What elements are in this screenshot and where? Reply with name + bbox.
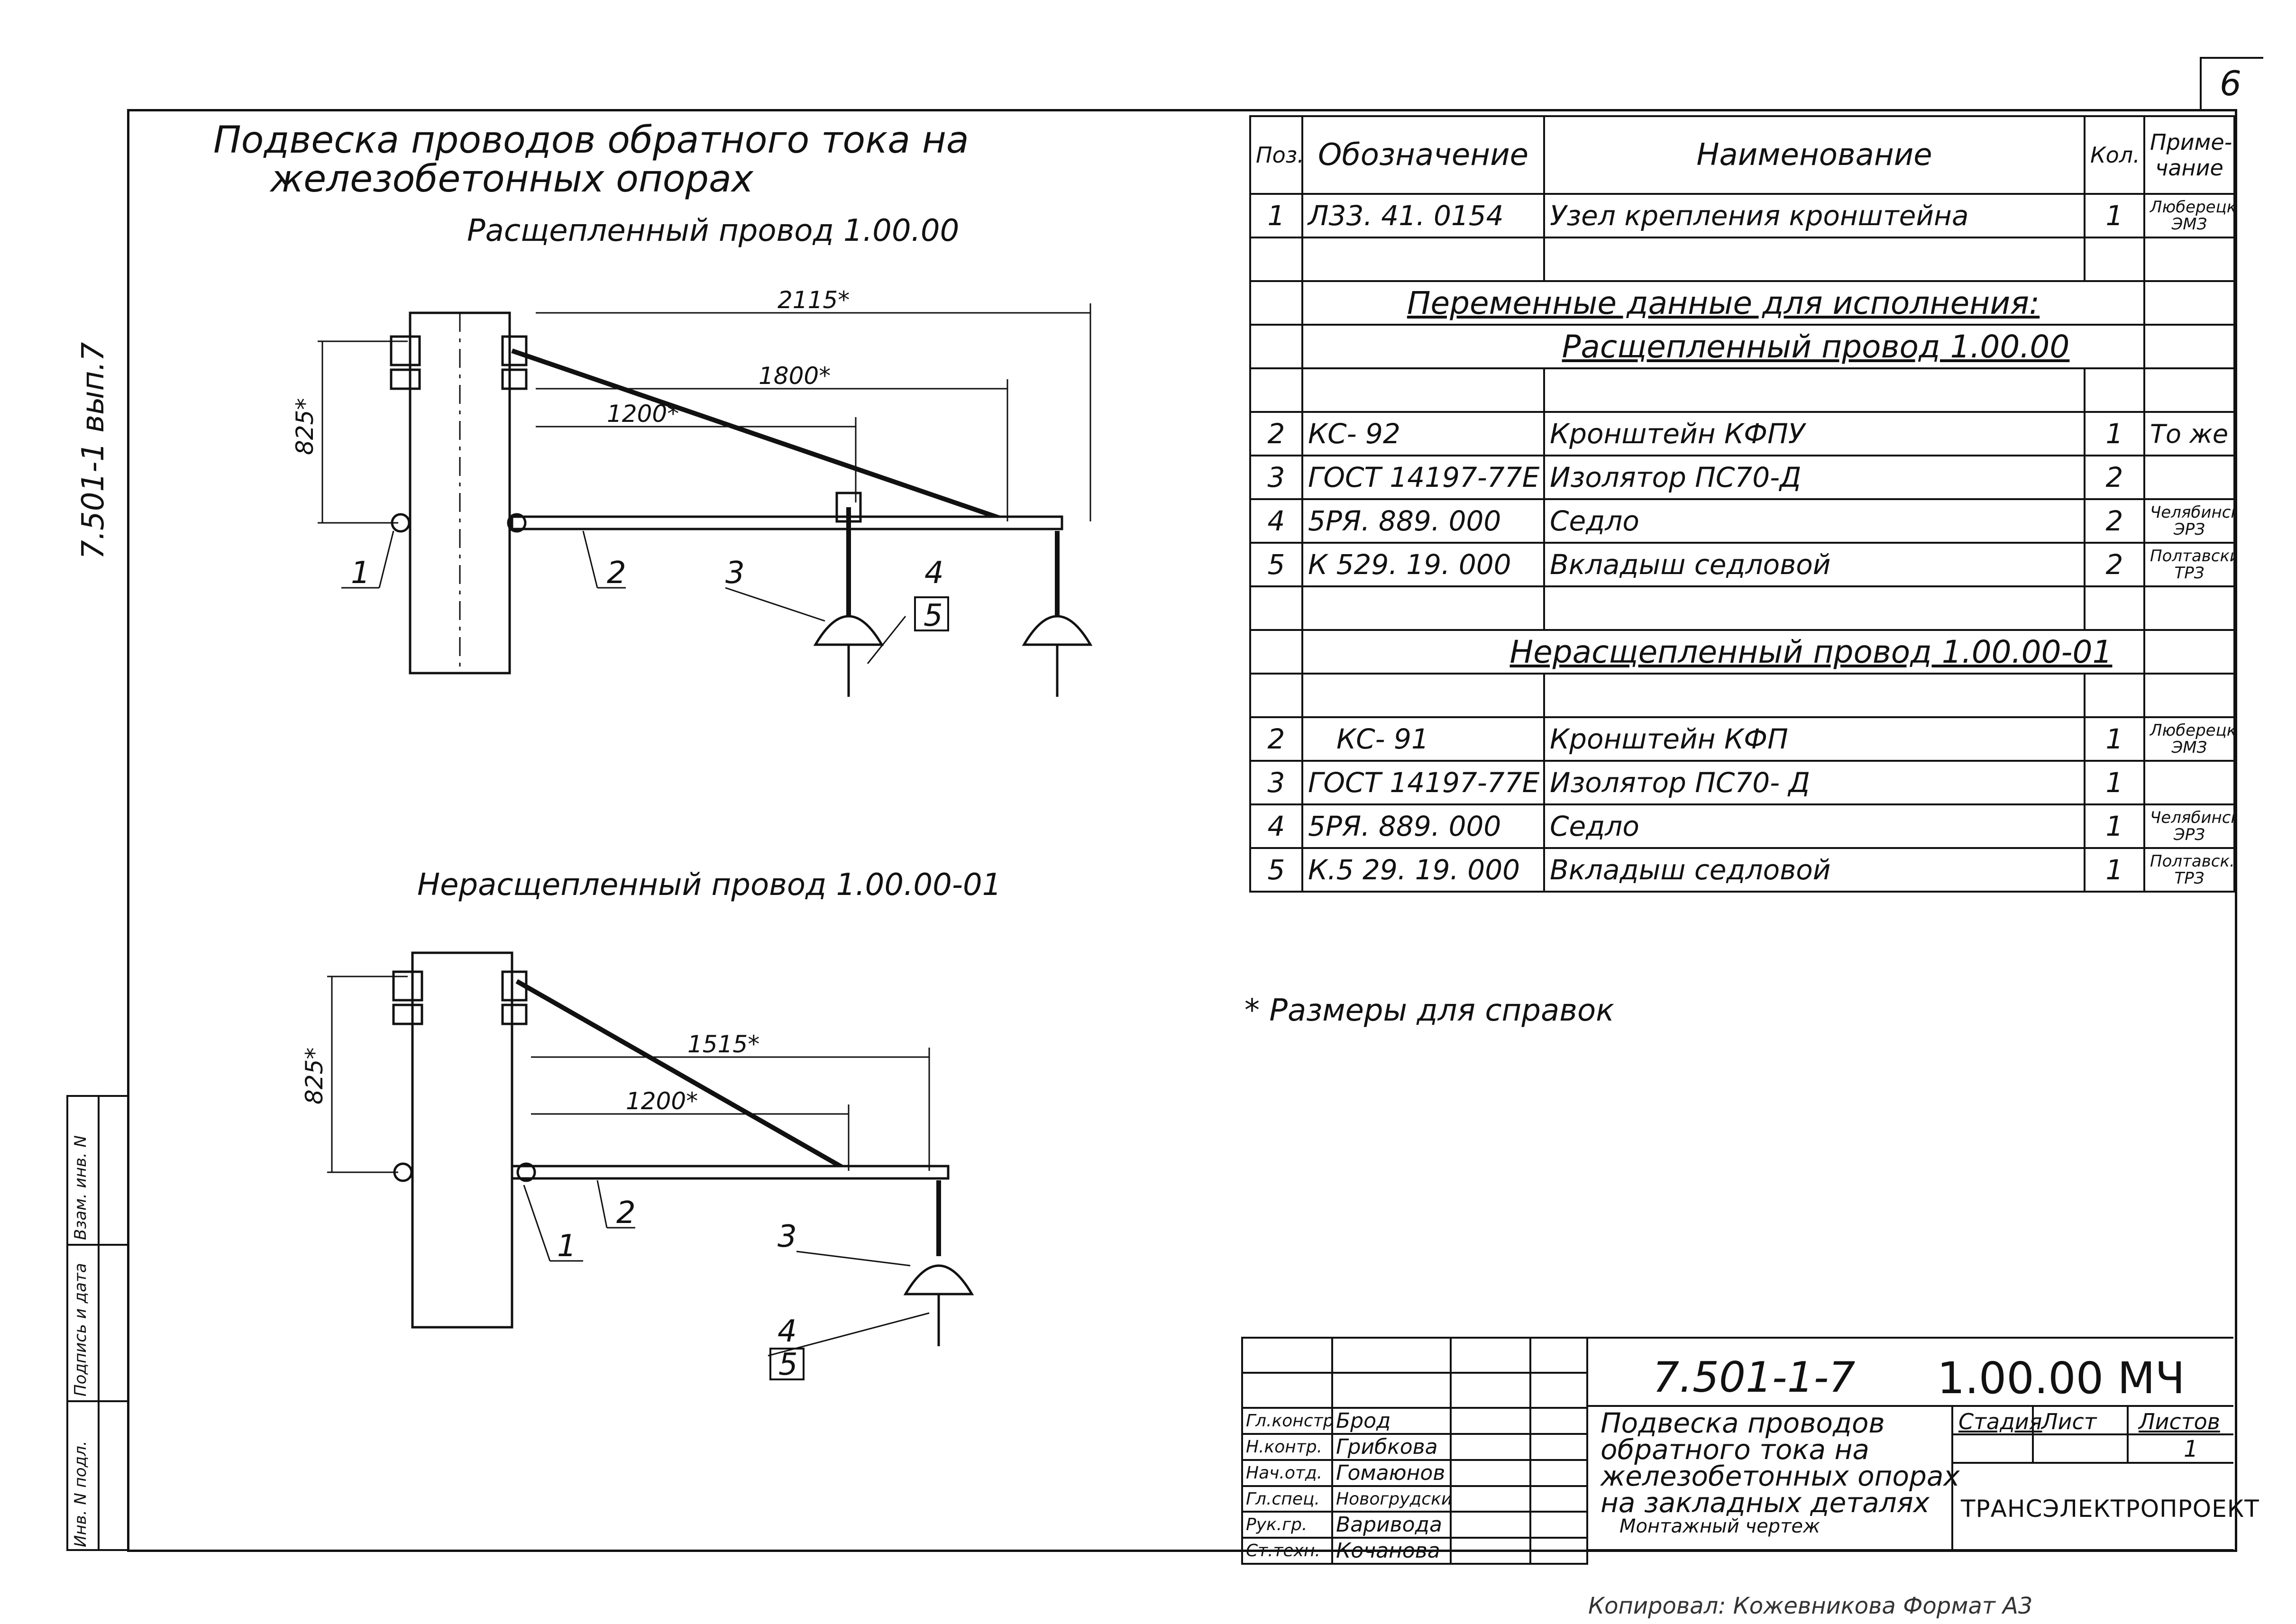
- callout-2-v1: 2: [607, 556, 626, 591]
- header-name: Наименование: [1543, 115, 2086, 195]
- callout-5-v1: 5: [924, 598, 943, 633]
- header-qty: Кол.: [2084, 115, 2145, 195]
- table-row: 5 К.5 29. 19. 000 Вкладыш седловой 1 Пол…: [1249, 847, 2235, 893]
- footnote: * Размеры для справок: [1244, 993, 1614, 1028]
- table-row-empty: [1249, 673, 2235, 718]
- section-unsplit: Нерасщепленный провод 1.00.00-01: [1301, 629, 2145, 675]
- side-label: 7.501-1 вып.7: [76, 342, 111, 559]
- upper-tie-rod: [511, 348, 1011, 524]
- organization: ТРАНСЭЛЕКТРОПРОЕКТ: [1961, 1495, 2259, 1523]
- table-row: 1 Л33. 41. 0154 Узел крепления кронштейн…: [1249, 193, 2235, 238]
- callout-2-v2: 2: [616, 1195, 636, 1231]
- dim-825-v2: 825*: [301, 1048, 328, 1104]
- callout-5-v2: 5: [778, 1347, 798, 1382]
- specification-table: Поз. Обозначение Наименование Кол. Приме…: [1249, 115, 2235, 893]
- dim-1800-v1: 1800*: [759, 362, 831, 390]
- vzam-inv-label: Взам. инв. N: [71, 1135, 90, 1240]
- section-variable: Переменные данные для исполнения:: [1301, 280, 2145, 326]
- insulator-2: [1022, 615, 1093, 646]
- view2-title: Нерасщепленный провод 1.00.00-01: [417, 867, 1002, 903]
- bracket-arm-2: [511, 1165, 950, 1180]
- table-row: 5 К 529. 19. 000 Вкладыш седловой 2 Полт…: [1249, 542, 2235, 587]
- insulator-3: [903, 1264, 974, 1296]
- dim-825-v1: 825*: [291, 398, 319, 455]
- doc-code: 7.501-1-7: [1653, 1353, 1856, 1402]
- signature-date-label: Подпись и дата: [71, 1263, 90, 1396]
- bracket-arm: [511, 515, 1063, 530]
- callout-1-v1: 1: [351, 556, 370, 591]
- sheet-number: 6: [2220, 64, 2241, 103]
- sheets-label: Листов: [2139, 1409, 2220, 1434]
- header-note: Приме- чание: [2143, 115, 2235, 195]
- table-row: 4 5РЯ. 889. 000 Седло 2 Челябинский ЭРЗ: [1249, 498, 2235, 544]
- table-row-empty: [1249, 237, 2235, 282]
- section-row: Переменные данные для исполнения:: [1249, 280, 2235, 326]
- view2-drawing: 1515* 1200* 825* 1 2 3 4 5: [301, 951, 974, 1382]
- callout-3-v1: 3: [725, 556, 745, 591]
- title-block-main: 7.501-1-7 1.00.00 МЧ Подвеска проводов о…: [1586, 1337, 2259, 1551]
- section-row: Расщепленный провод 1.00.00: [1249, 324, 2235, 369]
- callout-3-v2: 3: [778, 1219, 797, 1254]
- table-row-empty: [1249, 585, 2235, 631]
- section-split: Расщепленный провод 1.00.00: [1301, 324, 2145, 369]
- table-row: 3 ГОСТ 14197-77Е Изолятор ПС70- Д 1: [1249, 760, 2235, 805]
- table-row: 2 КС- 92 Кронштейн КФПУ 1 То же: [1249, 411, 2235, 456]
- stage-label: Стадия: [1958, 1409, 2042, 1434]
- drawing-description: Подвеска проводов обратного тока на желе…: [1601, 1407, 1960, 1537]
- sheet-label: Лист: [2041, 1409, 2097, 1434]
- view1-drawing: 2115* 1800* 1200* 825* 1 2 3 4 5: [291, 286, 1093, 697]
- spec-header-row: Поз. Обозначение Наименование Кол. Приме…: [1249, 115, 2235, 195]
- callout-4-v1: 4: [924, 556, 944, 591]
- sheets-value: 1: [2184, 1436, 2198, 1462]
- section-row: Нерасщепленный провод 1.00.00-01: [1249, 629, 2235, 675]
- title-line-1: Подвеска проводов обратного тока на: [213, 119, 969, 162]
- header-pos: Поз.: [1249, 115, 1303, 195]
- header-designation: Обозначение: [1301, 115, 1545, 195]
- title-line-2: железобетонных опорах: [270, 158, 753, 201]
- drawing-title: Подвеска проводов обратного тока на желе…: [213, 121, 1043, 199]
- view1-title: Расщепленный провод 1.00.00: [467, 213, 960, 248]
- inv-podl-label: Инв. N подл.: [71, 1441, 90, 1547]
- dim-1515: 1515*: [687, 1031, 759, 1058]
- table-row: 3 ГОСТ 14197-77Е Изолятор ПС70-Д 2: [1249, 455, 2235, 500]
- bottom-margin-text: Копировал: Кожевникова Формат А3: [1588, 1593, 2033, 1619]
- drawing-frame: [127, 109, 2237, 1552]
- dim-1200-v2: 1200*: [626, 1087, 698, 1115]
- table-row-empty: [1249, 367, 2235, 413]
- callout-1-v2: 1: [557, 1229, 576, 1264]
- doc-mark: 1.00.00 МЧ: [1937, 1353, 2185, 1404]
- sheet-number-box: 6: [2200, 57, 2263, 111]
- table-row: 2 КС- 91 Кронштейн КФП 1 Люберецк. ЭМЗ: [1249, 716, 2235, 762]
- pole-2: [411, 951, 513, 1329]
- title-block-signatures: Гл.констр.Брод Н.контр.Грибкова Нач.отд.…: [1241, 1337, 1588, 1565]
- dim-2115: 2115*: [778, 286, 850, 314]
- binding-strip: Инв. N подл. Подпись и дата Взам. инв. N: [66, 1095, 129, 1551]
- upper-tie-rod-2: [515, 979, 850, 1173]
- insulator-1: [813, 615, 884, 646]
- table-row: 4 5РЯ. 889. 000 Седло 1 Челябинск. ЭРЗ: [1249, 803, 2235, 849]
- callout-4-v2: 4: [778, 1314, 797, 1349]
- upper-clamp: [390, 335, 421, 366]
- dim-1200-v1: 1200*: [607, 400, 679, 428]
